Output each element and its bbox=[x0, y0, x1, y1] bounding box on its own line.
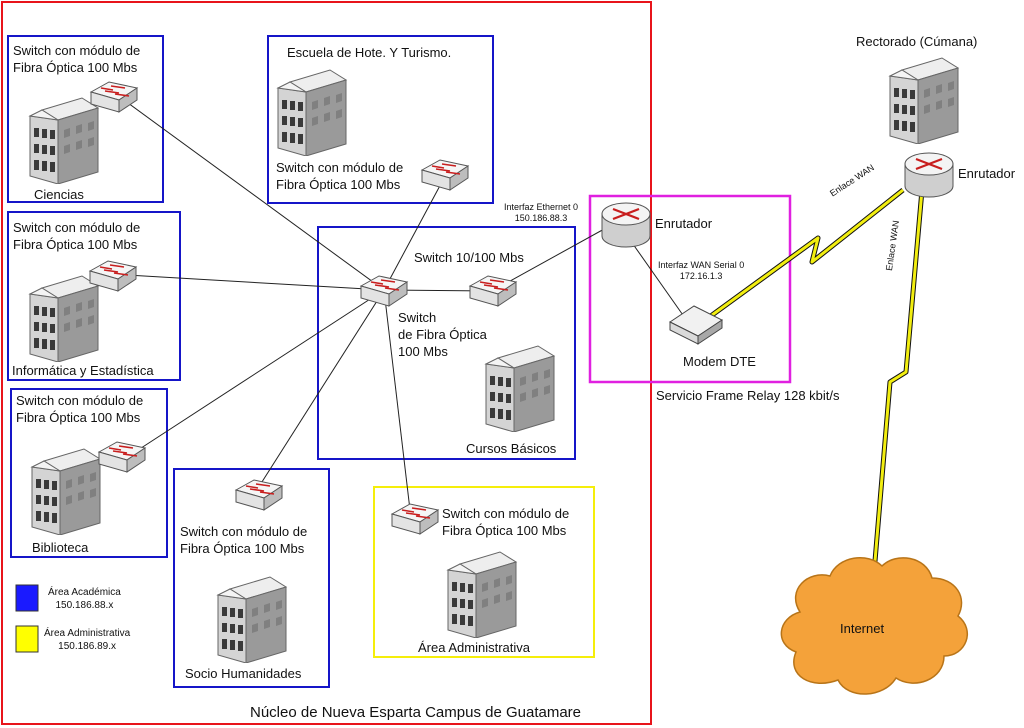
administrativa-building-label: Área Administrativa bbox=[418, 640, 530, 655]
administrativa-box bbox=[373, 486, 595, 658]
core-10-100-switch-label: Switch 10/100 Mbs bbox=[414, 250, 524, 265]
informatica-building bbox=[29, 275, 99, 362]
rectorado-router-icon bbox=[903, 151, 955, 199]
legend-swatch-admin bbox=[15, 625, 39, 653]
local-router-label: Enrutador bbox=[655, 216, 713, 231]
campus-label: Núcleo de Nueva Esparta Campus de Guatam… bbox=[250, 704, 582, 721]
hoteleria-switch bbox=[421, 159, 469, 191]
rectorado-label: Rectorado (Cúmana) bbox=[856, 34, 978, 49]
socio-switch bbox=[235, 479, 283, 511]
legend-admin-label: Área Administrativa 150.186.89.x bbox=[44, 628, 131, 652]
cursos-basicos-label: Cursos Básicos bbox=[466, 441, 557, 456]
biblioteca-box bbox=[10, 388, 168, 558]
local-router-icon bbox=[600, 201, 652, 249]
internet-cloud bbox=[780, 557, 969, 695]
biblioteca-switch bbox=[98, 441, 146, 473]
legend-academic-label: Área Académica 150.186.88.x bbox=[48, 587, 121, 611]
hoteleria-switch-label: Switch con módulo de Fibra Óptica 100 Mb… bbox=[276, 160, 404, 192]
biblioteca-switch-label: Switch con módulo de Fibra Óptica 100 Mb… bbox=[16, 393, 144, 425]
wan-link-to-rectorado bbox=[706, 188, 905, 321]
internet-label: Internet bbox=[840, 621, 885, 636]
hoteleria-box bbox=[267, 35, 494, 204]
wan-link-to-internet-fill bbox=[871, 189, 924, 586]
modem-icon bbox=[669, 305, 723, 345]
hoteleria-building bbox=[277, 69, 347, 156]
administrativa-switch-label: Switch con módulo de Fibra Óptica 100 Mb… bbox=[442, 506, 570, 538]
wan-link-to-rectorado-fill bbox=[707, 188, 904, 320]
biblioteca-building-label: Biblioteca bbox=[32, 540, 89, 555]
socio-building-label: Socio Humanidades bbox=[185, 666, 302, 681]
informatica-building-label: Informática y Estadística bbox=[12, 363, 154, 378]
hoteleria-building-label: Escuela de Hote. Y Turismo. bbox=[287, 45, 452, 60]
rectorado-building bbox=[889, 57, 959, 144]
biblioteca-building bbox=[31, 448, 101, 535]
ciencias-building bbox=[29, 97, 99, 184]
wan-interface-label: Interfaz WAN Serial 0 172.16.1.3 bbox=[658, 260, 745, 281]
socio-building bbox=[217, 576, 287, 663]
core-10-100-switch bbox=[469, 275, 517, 307]
socio-box bbox=[173, 468, 330, 688]
administrativa-building bbox=[447, 551, 517, 638]
fiber-links bbox=[116, 94, 686, 511]
frame-relay-box bbox=[588, 194, 792, 384]
core-fiber-switch-label: Switch de Fibra Óptica 100 Mbs bbox=[398, 310, 487, 359]
modem-label: Modem DTE bbox=[683, 354, 756, 369]
frame-relay-label: Servicio Frame Relay 128 kbit/s bbox=[656, 388, 840, 403]
rectorado-router-label: Enrutador bbox=[958, 166, 1016, 181]
core-fiber-switch bbox=[360, 275, 408, 307]
campus-boundary bbox=[1, 1, 652, 725]
ciencias-switch-label: Switch con módulo de Fibra Óptica 100 Mb… bbox=[13, 43, 141, 75]
cursos-basicos-building bbox=[485, 345, 555, 432]
core-box bbox=[317, 226, 576, 460]
informatica-switch-label: Switch con módulo de Fibra Óptica 100 Mb… bbox=[13, 220, 141, 252]
ciencias-box bbox=[7, 35, 164, 203]
administrativa-switch bbox=[391, 503, 439, 535]
legend-swatch-academic bbox=[15, 584, 39, 612]
ciencias-building-label: Ciencias bbox=[34, 187, 84, 202]
informatica-box bbox=[7, 211, 181, 381]
socio-switch-label: Switch con módulo de Fibra Óptica 100 Mb… bbox=[180, 524, 308, 556]
eth-interface-label: Interfaz Ethernet 0 150.186.88.3 bbox=[504, 202, 579, 223]
